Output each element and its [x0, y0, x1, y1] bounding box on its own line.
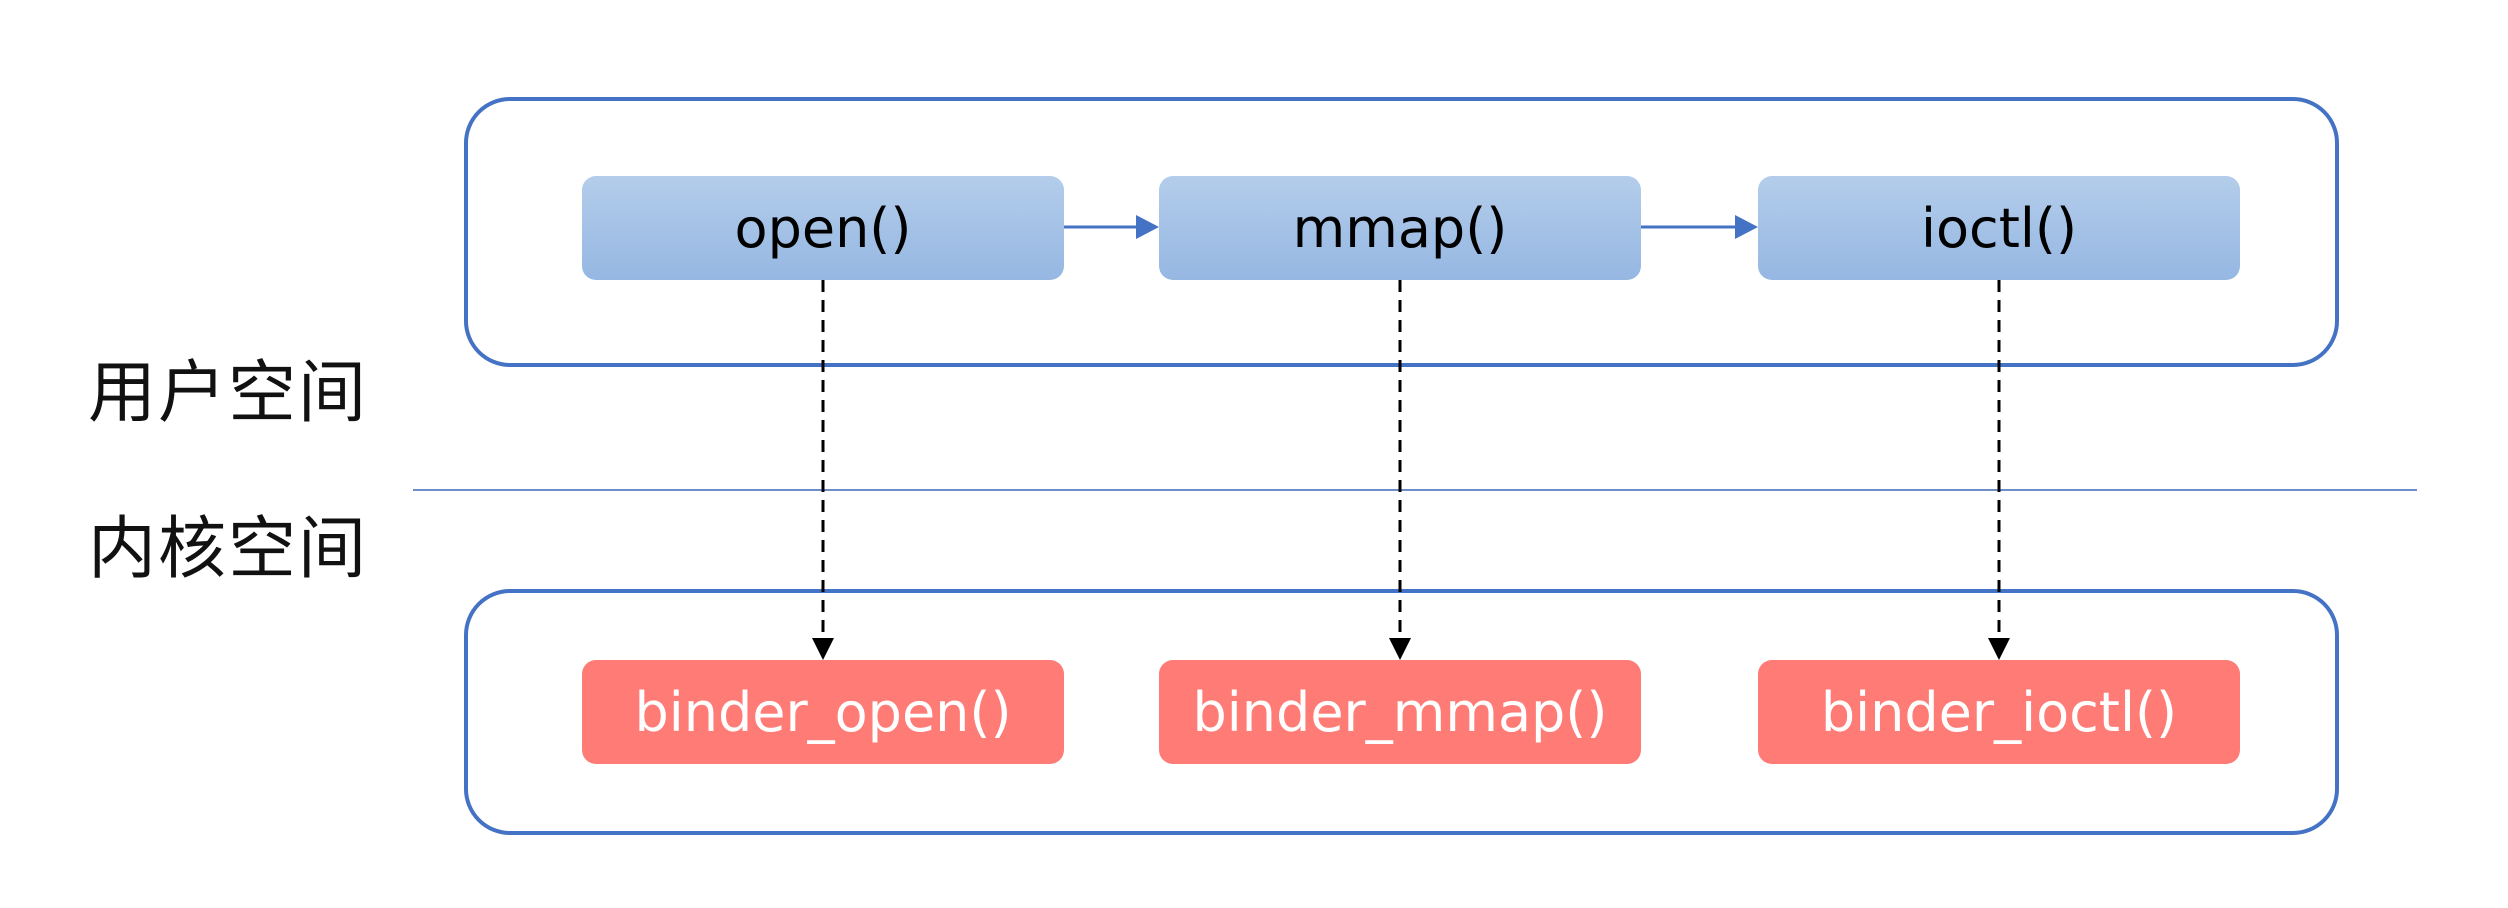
binder-open-box: binder_open(): [582, 660, 1064, 764]
kernel-space-label: 内核空间: [88, 510, 369, 589]
mmap-call-box: mmap(): [1159, 176, 1641, 280]
user-kernel-divider: [413, 489, 2417, 491]
ioctl-call-box: ioctl(): [1758, 176, 2240, 280]
dashed-arrow-mmap: [1389, 280, 1411, 660]
binder-mmap-box: binder_mmap(): [1159, 660, 1641, 764]
binder-ioctl-box: binder_ioctl(): [1758, 660, 2240, 764]
user-space-label: 用户空间: [88, 354, 369, 433]
flow-arrow-open-to-mmap: [1064, 215, 1159, 239]
dashed-arrow-ioctl: [1988, 280, 2010, 660]
dashed-arrow-open: [812, 280, 834, 660]
flow-arrow-mmap-to-ioctl: [1641, 215, 1758, 239]
open-call-box: open(): [582, 176, 1064, 280]
